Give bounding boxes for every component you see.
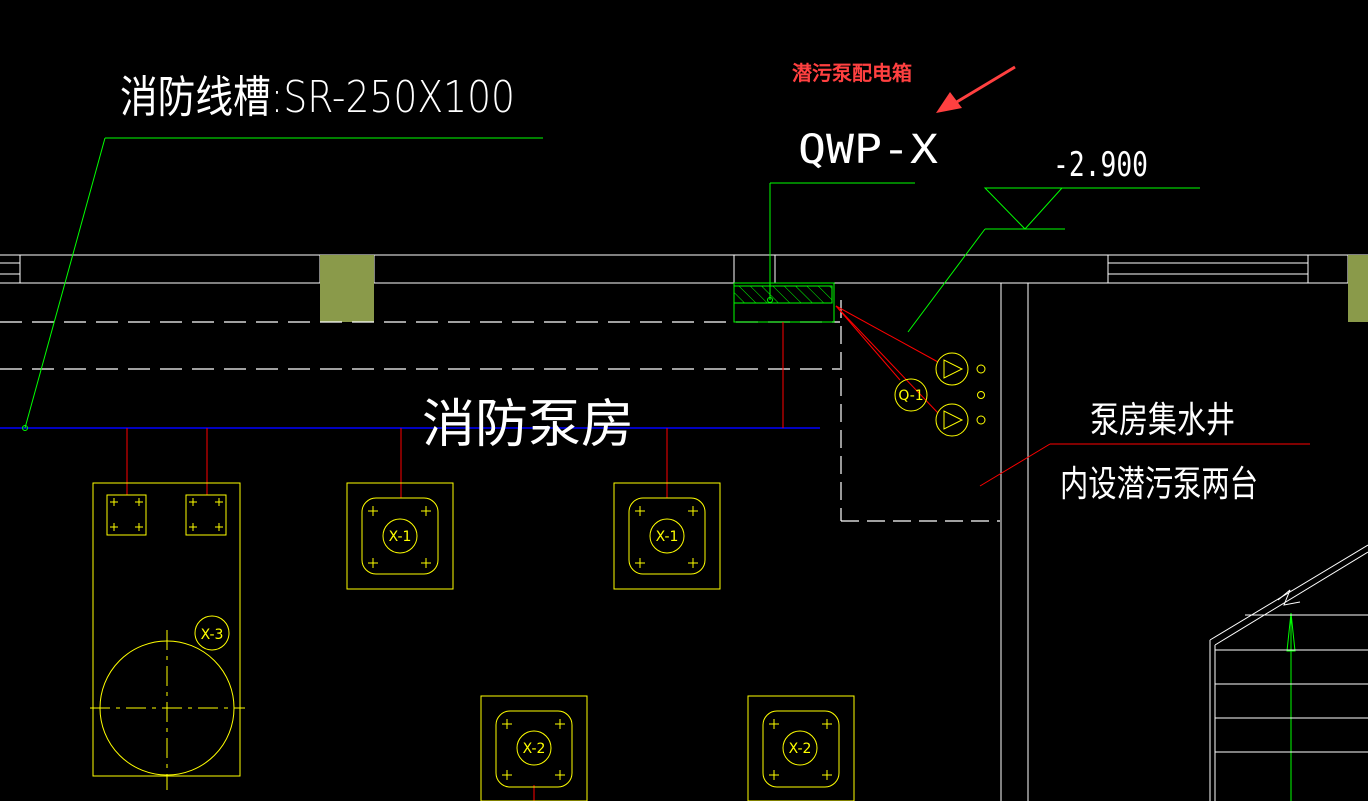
bolt-marks [110,498,223,531]
panel-code-label: QWP-X [798,127,938,173]
leader-lines [24,137,1296,801]
sump-label-line2: 内设潜污泵两台 [1060,464,1258,505]
tag-x3: X-3 [201,627,224,643]
tag-x2-a: X-2 [523,741,546,757]
sump-pit-outline [840,300,1000,522]
tag-q1: Q-1 [898,388,923,404]
submersible-pump-1[interactable] [935,352,986,386]
equipment-x2-b[interactable] [747,695,855,801]
staircase [1209,544,1368,801]
equipment-x3[interactable] [90,482,245,790]
equipment-x1-a[interactable] [346,482,454,590]
tag-x1-a: X-1 [389,529,412,545]
distribution-panel-qwp[interactable] [733,285,833,304]
wall-structure [0,254,1368,284]
pump-control[interactable]: Q-1 [894,378,928,412]
equipment-x1-b[interactable] [613,482,721,590]
submersible-pump-2[interactable] [935,403,986,437]
sump-walls [836,282,1029,801]
panel-frame [733,282,835,323]
tag-x2-b: X-2 [789,741,812,757]
room-name-label: 消防泵房 [422,395,634,455]
cable-tray-dashed [0,321,840,370]
sump-label-line1: 泵房集水井 [1090,400,1235,441]
elevation-label: -2.900 [1053,145,1148,185]
equipment-x2-a[interactable] [480,695,588,801]
annotation-label: 潜污泵配电箱 [792,61,912,85]
tag-x1-b: X-1 [656,529,679,545]
annotation-arrow [936,65,1016,113]
leader-dot [22,425,28,431]
structural-column [320,255,374,322]
leader-dot [767,297,773,303]
fire-trunking-label: 消防线槽:SR-250X100 [120,72,515,123]
structural-column [1348,255,1368,322]
pump-marker [977,391,985,399]
wiring [126,305,1310,801]
